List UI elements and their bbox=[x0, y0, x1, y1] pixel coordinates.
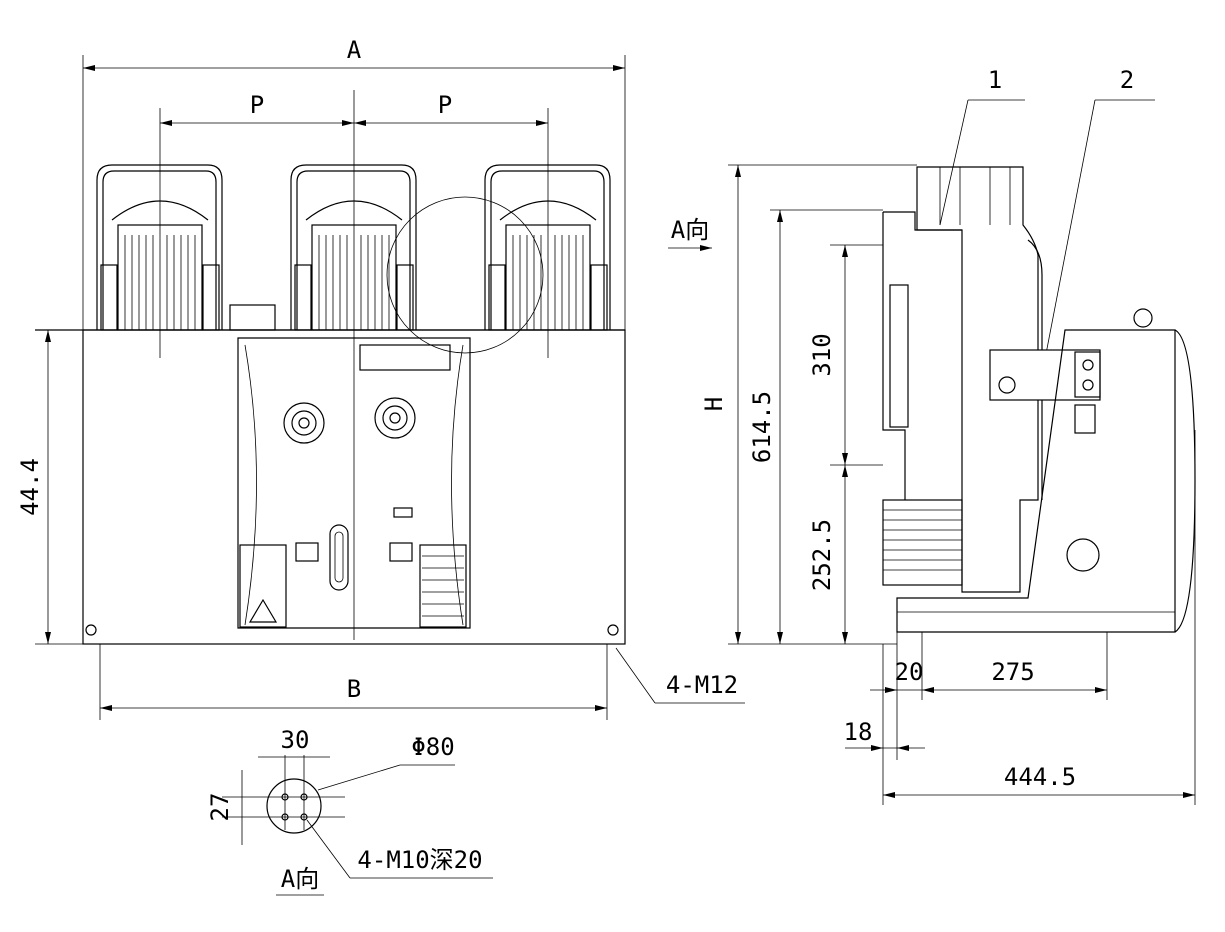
pole-insulator-left bbox=[96, 164, 223, 331]
connector-stub bbox=[229, 304, 276, 331]
dimension-p-left-label: P bbox=[250, 91, 264, 119]
dimension-18-label: 18 bbox=[844, 718, 873, 746]
dimension-444-5-label: 444.5 bbox=[1004, 763, 1076, 791]
dimension-310-label: 310 bbox=[808, 333, 836, 376]
detail-hole-callout: 4-M10深20 bbox=[357, 846, 482, 874]
dimension-pitch: P P bbox=[159, 90, 549, 640]
dimension-44-4-label: 44.4 bbox=[16, 458, 44, 516]
dimension-252-5-label: 252.5 bbox=[808, 519, 836, 591]
dimension-b: B bbox=[99, 652, 608, 720]
dimension-20-275: 20 275 bbox=[870, 632, 1108, 760]
detail-view-label: A向 bbox=[281, 865, 319, 893]
view-arrow-label: A向 bbox=[671, 216, 709, 244]
dimension-p-right-label: P bbox=[438, 91, 452, 119]
dimension-b-label: B bbox=[347, 675, 361, 703]
front-view: A P P bbox=[16, 36, 745, 720]
dimension-20-label: 20 bbox=[895, 658, 924, 686]
dimension-444-5: 444.5 bbox=[883, 430, 1196, 805]
bolt-icon bbox=[85, 624, 97, 636]
detail-dim-30: 30 bbox=[281, 726, 310, 754]
detail-circle bbox=[386, 196, 544, 354]
detail-a-view: 30 27 Φ80 4-M10深20 A向 bbox=[206, 726, 493, 896]
dimension-a-label: A bbox=[347, 36, 362, 64]
dimension-h: H bbox=[700, 164, 917, 645]
mechanism-housing bbox=[35, 329, 626, 652]
dimension-614-5-label: 614.5 bbox=[748, 391, 776, 463]
bolt-callout-label: 4-M12 bbox=[666, 671, 738, 699]
dimension-614-5: 614.5 bbox=[748, 209, 883, 644]
detail-dim-27: 27 bbox=[206, 793, 234, 822]
pole-insulator-middle bbox=[290, 164, 417, 331]
dimension-275-label: 275 bbox=[991, 658, 1034, 686]
bolt-icon bbox=[607, 624, 619, 636]
dimension-a: A bbox=[82, 36, 626, 330]
dimension-18: 18 bbox=[844, 644, 925, 805]
detail-dim-diameter: Φ80 bbox=[411, 733, 454, 761]
dimension-h-label: H bbox=[700, 397, 728, 411]
dimension-44-4: 44.4 bbox=[16, 330, 83, 645]
callout-1-label: 1 bbox=[988, 66, 1002, 94]
bolt-callout-4-m12: 4-M12 bbox=[615, 647, 745, 704]
pole-insulator-right bbox=[484, 164, 611, 331]
dimension-310-252-5: 310 252.5 bbox=[808, 244, 883, 644]
callout-2-label: 2 bbox=[1120, 66, 1134, 94]
side-view: 1 2 A向 bbox=[668, 66, 1196, 805]
